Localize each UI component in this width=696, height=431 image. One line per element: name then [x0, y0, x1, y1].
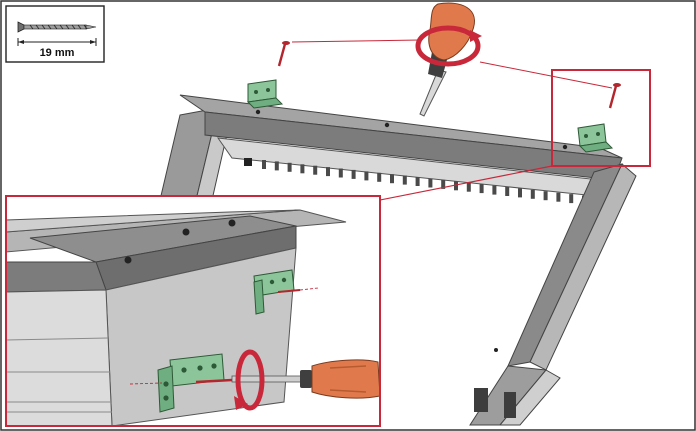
detail-leader-line: [379, 165, 553, 201]
screw-thread: [41, 24, 46, 30]
vent-slot: [415, 177, 420, 186]
vent-slot: [390, 174, 394, 184]
vent-slot: [402, 175, 407, 185]
guide-line: [129, 382, 163, 385]
screw-thread: [83, 24, 88, 30]
frame-hole: [255, 109, 261, 115]
dimension-line: [17, 38, 97, 46]
vent-slot: [454, 181, 458, 191]
angle-bracket-icon: [246, 79, 284, 109]
vent-slot: [569, 194, 574, 204]
screw-icon: [277, 289, 301, 293]
frame-hole: [124, 256, 132, 264]
rotate-clockwise-icon: [415, 25, 482, 67]
guide-line: [291, 39, 421, 43]
screw-spec-inset: 19 mm: [5, 5, 105, 63]
frame-hole: [182, 228, 190, 236]
vent-slot: [364, 171, 369, 181]
detail-inset-border: [5, 195, 381, 427]
vent-slot: [274, 161, 279, 171]
frame-hinge: [474, 388, 488, 412]
vent-slot: [262, 160, 266, 169]
vent-slot: [428, 178, 433, 188]
vent-slot: [479, 184, 484, 194]
vent-slot: [313, 165, 318, 175]
detail-inset: [5, 195, 381, 427]
detail-highlight-box: [551, 69, 651, 167]
screwdriver-icon: [419, 2, 475, 117]
screw-icon: [608, 83, 621, 109]
frame-hole: [228, 219, 236, 227]
screw-thread: [59, 24, 64, 30]
vent-slot: [287, 162, 292, 172]
vent-slot: [543, 191, 548, 201]
frame-sensor: [244, 158, 252, 166]
angle-bracket-icon: [157, 353, 225, 413]
detail-frame-front: [5, 289, 113, 427]
frame-hole: [494, 348, 498, 352]
window-frame: [159, 94, 637, 426]
screw-thread: [35, 24, 40, 30]
guide-line: [299, 287, 319, 291]
screw-thread: [71, 24, 76, 30]
guide-line: [479, 61, 613, 89]
screw-thread: [29, 24, 34, 30]
screw-thread: [65, 24, 70, 30]
screw-thread: [47, 24, 52, 30]
vent-slot: [466, 182, 471, 192]
angle-bracket-icon: [577, 123, 614, 153]
vent-slot: [338, 168, 343, 178]
vent-slot: [326, 167, 330, 177]
screw-icon: [277, 41, 290, 67]
detail-frame-cap-left: [5, 261, 107, 293]
screw-thread: [77, 24, 82, 30]
vent-slot: [556, 192, 561, 202]
detail-frame-groove: [5, 337, 109, 341]
screw-length-label: 19 mm: [40, 47, 75, 59]
rotate-clockwise-icon: [234, 349, 265, 411]
vent-slot: [518, 188, 522, 198]
vent-slot: [441, 179, 446, 189]
vent-slot: [377, 172, 382, 182]
screw-icon: [17, 21, 97, 33]
vent-slot: [300, 164, 305, 174]
screw-thread: [53, 24, 58, 30]
vent-slot: [351, 169, 356, 179]
vent-slot: [505, 187, 510, 196]
frame-hole: [384, 122, 390, 128]
screw-spec-box: [5, 5, 105, 63]
screwdriver-icon: [231, 359, 381, 399]
frame-hole: [562, 144, 568, 150]
frame-hinge: [504, 392, 516, 418]
screw-icon: [195, 378, 233, 384]
vent-slot: [492, 185, 497, 195]
vent-slot: [530, 189, 535, 199]
